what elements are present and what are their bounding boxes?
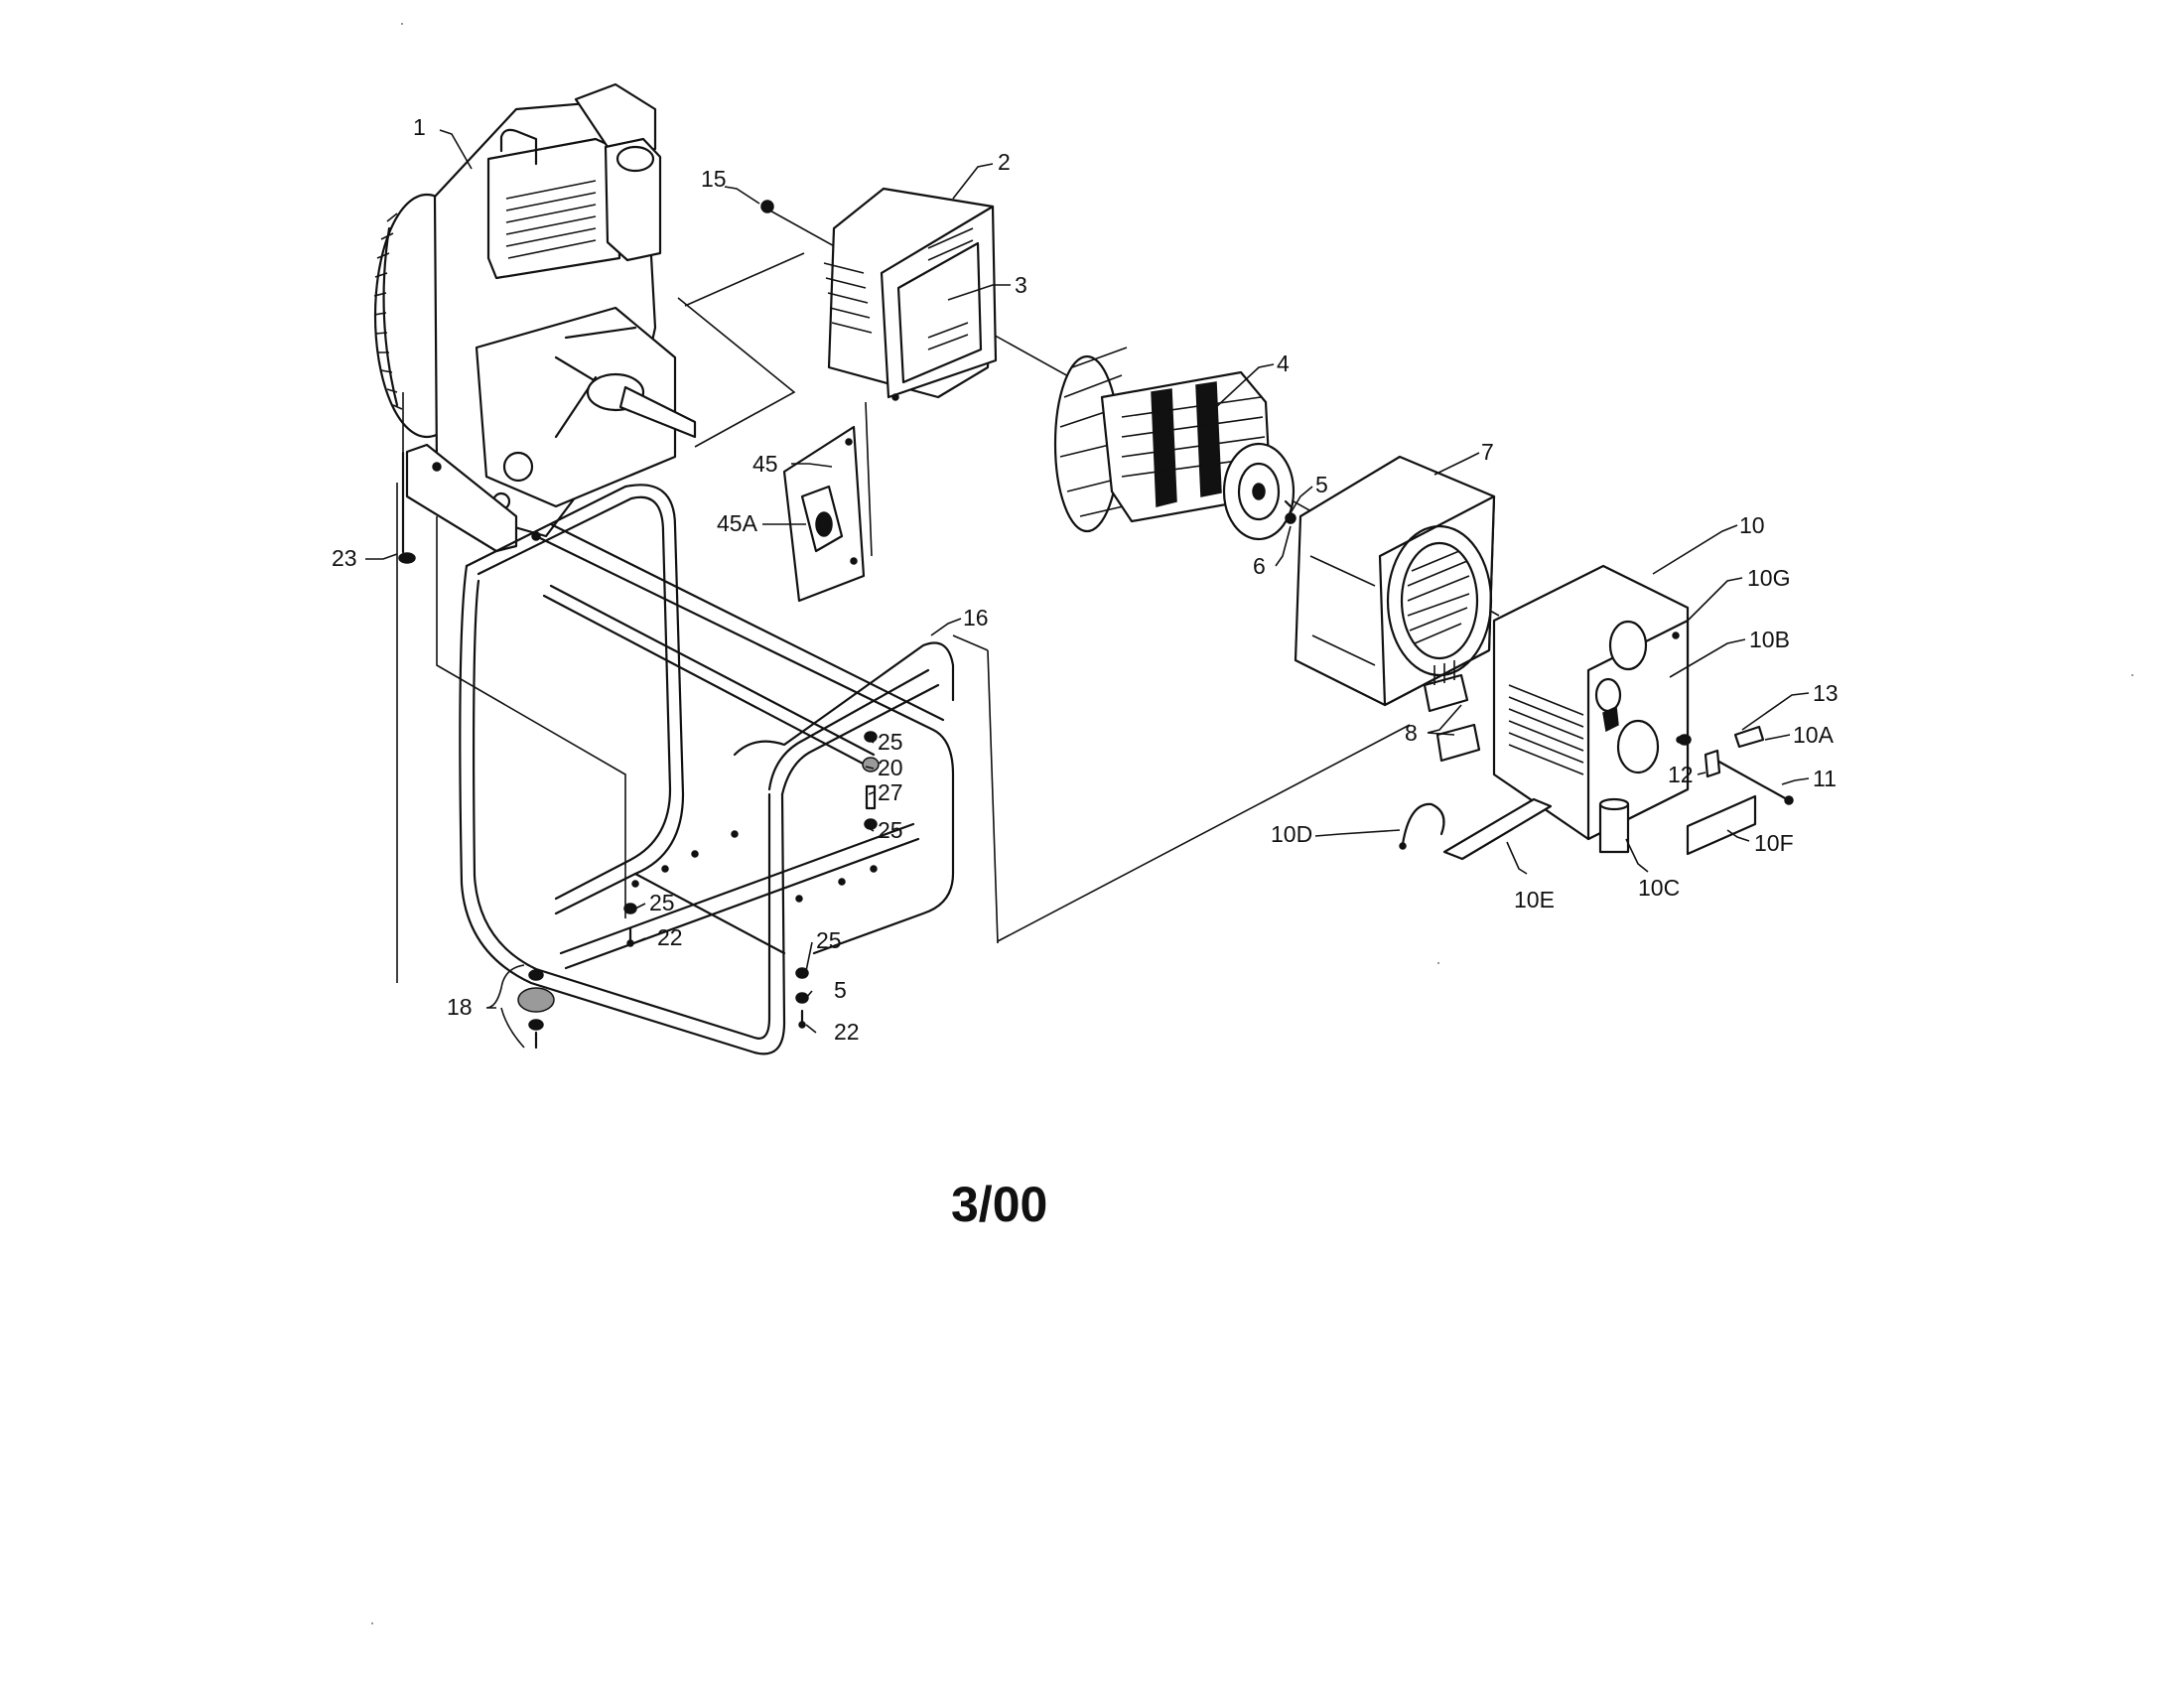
bracket-45 [782, 425, 866, 603]
callout-27: 27 [878, 779, 903, 805]
callout-18: 18 [447, 994, 473, 1020]
stator-housing [1294, 455, 1496, 763]
callout-22-b: 22 [834, 1019, 860, 1045]
callout-3: 3 [1015, 272, 1027, 298]
callout-25-b: 25 [878, 817, 903, 843]
control-box [1399, 564, 1794, 861]
callout-10c: 10C [1638, 875, 1680, 901]
callout-25-c: 25 [649, 890, 675, 915]
date-code: 3/00 [951, 1177, 1047, 1232]
callout-2: 2 [998, 149, 1011, 175]
callout-23: 23 [332, 545, 357, 571]
callout-20: 20 [878, 755, 903, 780]
callout-11: 11 [1813, 766, 1837, 791]
callout-10e: 10E [1514, 887, 1555, 912]
guide-line [396, 392, 626, 983]
mount-hardware-stack [398, 200, 880, 1050]
callout-4: 4 [1277, 351, 1290, 376]
callout-12: 12 [1668, 762, 1694, 787]
tube-frame [459, 484, 955, 1055]
callout-8: 8 [1405, 720, 1418, 746]
part-callouts: 1 2 15 3 4 7 5 6 45 45A 23 16 10 10G 10B… [332, 114, 1839, 1232]
callout-10b: 10B [1749, 627, 1790, 652]
rotor-assembly [1053, 347, 1297, 541]
callout-10d: 10D [1271, 821, 1312, 847]
blower-housing [823, 187, 998, 401]
callout-10: 10 [1739, 512, 1765, 538]
callout-5-rotor: 5 [1315, 472, 1328, 497]
callout-15: 15 [701, 166, 727, 192]
callout-22-a: 22 [657, 924, 683, 950]
callout-10a: 10A [1793, 722, 1835, 748]
callout-25-a: 25 [878, 729, 903, 755]
guide-line [865, 401, 873, 557]
callout-5-frame: 5 [834, 977, 847, 1003]
engine-assembly [373, 82, 697, 553]
callout-10f: 10F [1754, 830, 1794, 856]
guide-line [677, 252, 805, 448]
callout-25-d: 25 [816, 927, 842, 953]
leader-lines [365, 129, 1810, 1049]
callout-45a: 45A [717, 510, 758, 536]
callout-7: 7 [1481, 439, 1494, 465]
callout-1: 1 [413, 114, 426, 140]
callout-10g: 10G [1747, 565, 1790, 591]
callout-45: 45 [752, 451, 778, 477]
callout-13: 13 [1813, 680, 1839, 706]
guide-line [952, 634, 1411, 944]
callout-16: 16 [963, 605, 989, 631]
callout-6: 6 [1253, 553, 1266, 579]
